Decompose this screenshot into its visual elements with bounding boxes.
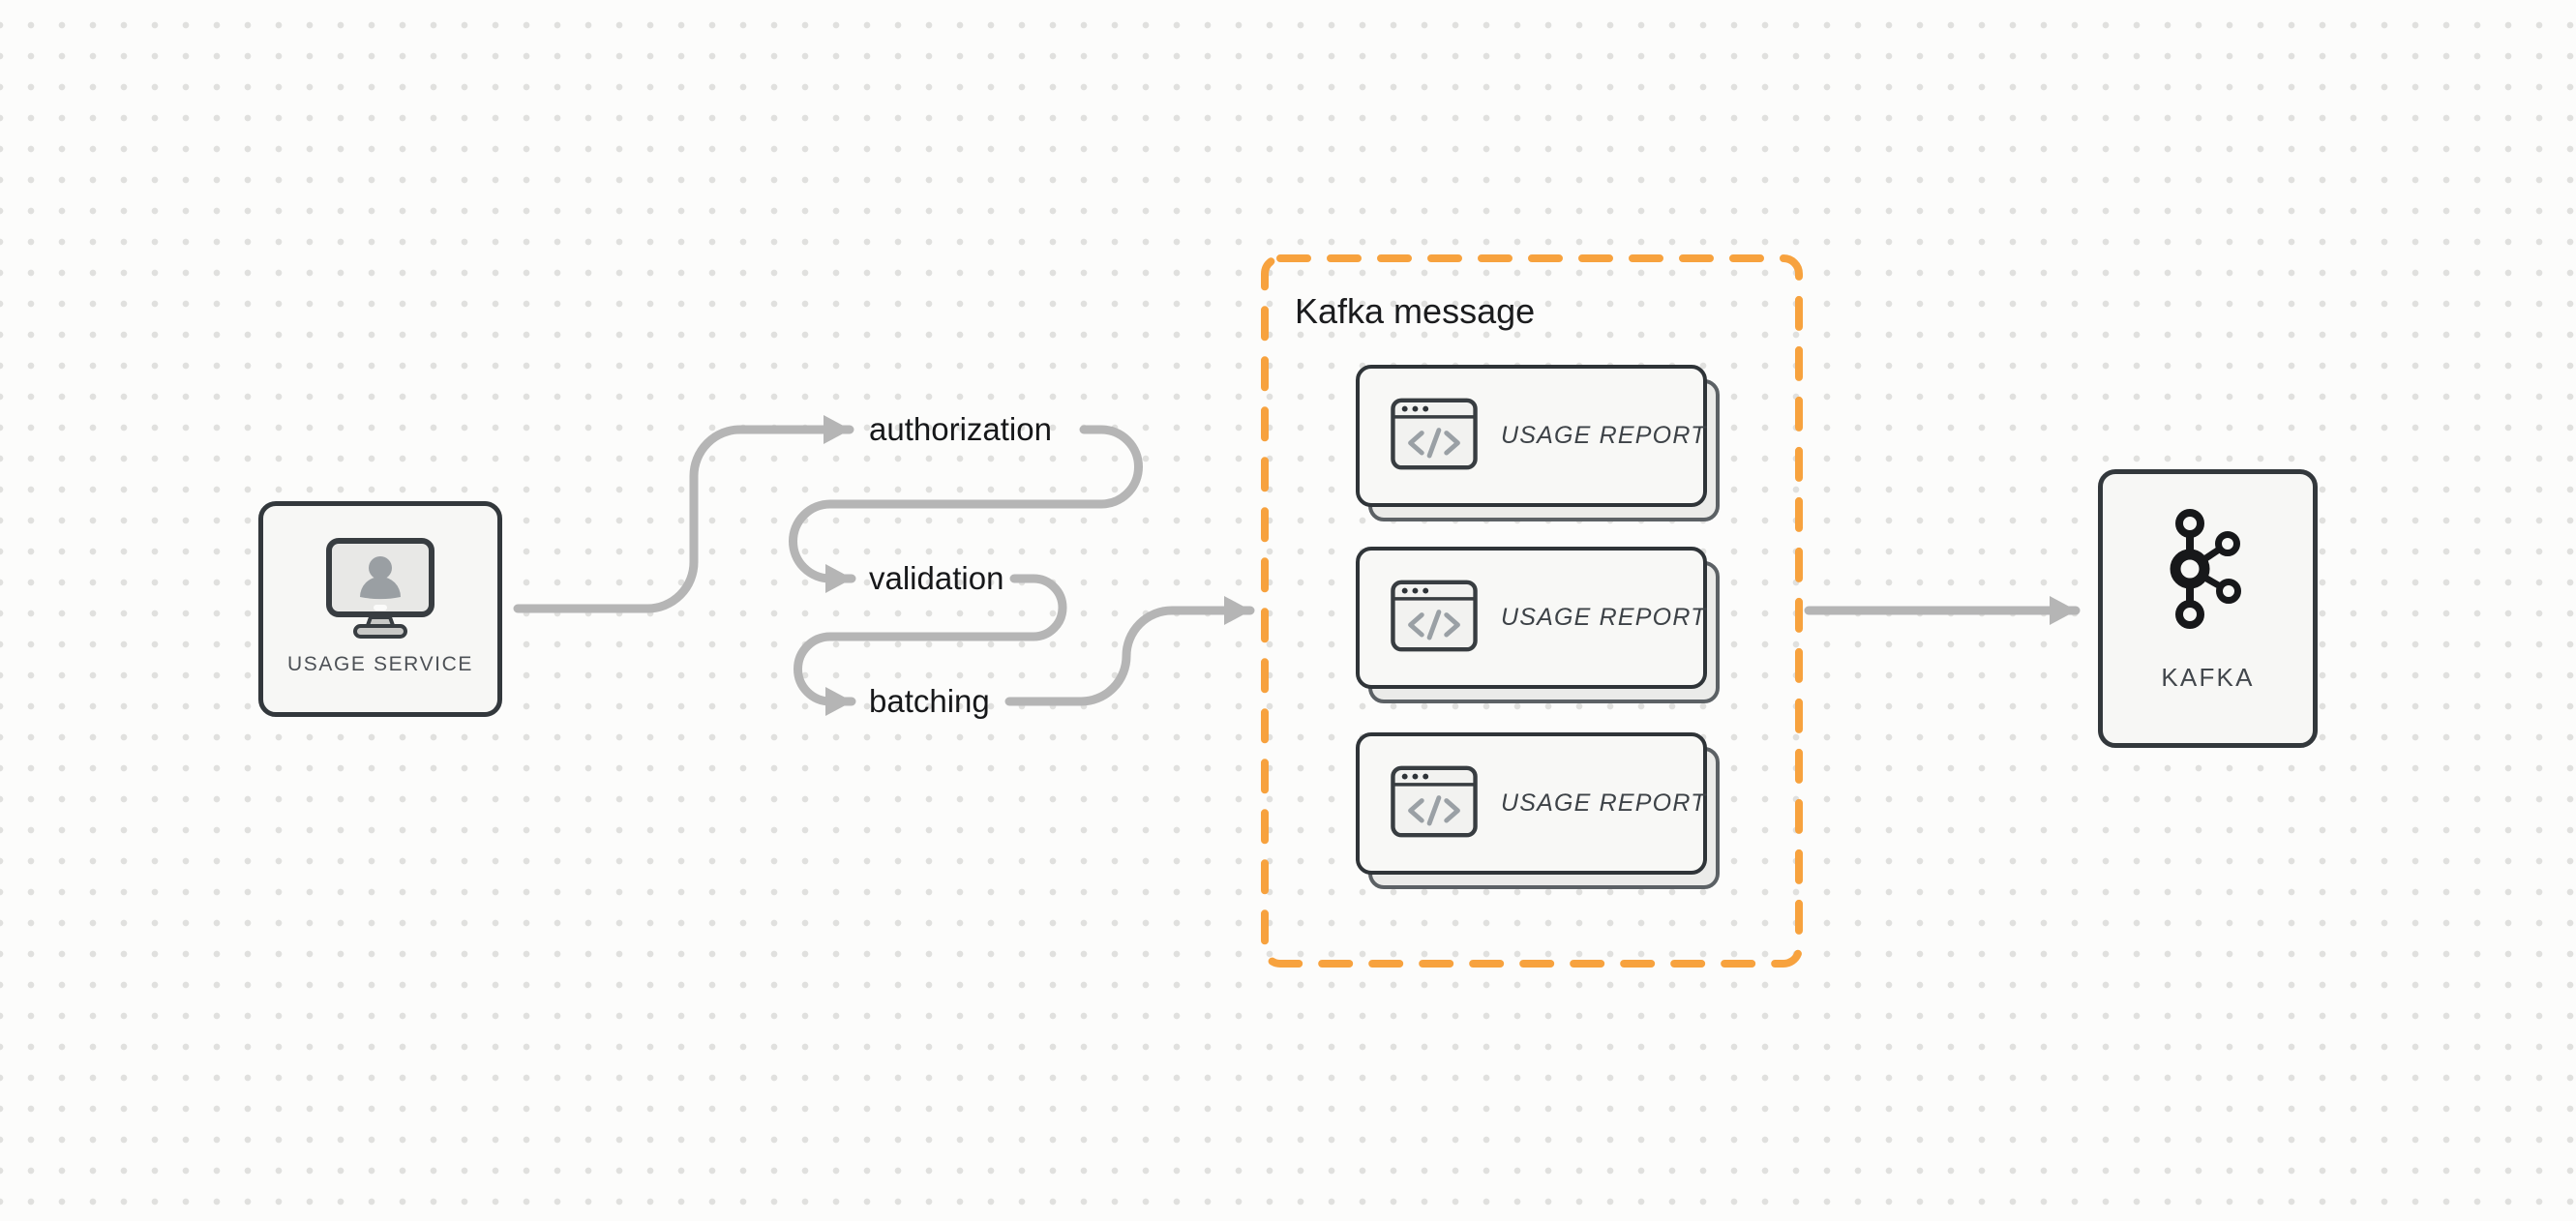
step-authorization-label: authorization [869,411,1052,447]
usage-report-label: USAGE REPORT [1501,789,1707,817]
usage-report-card: USAGE REPORT [1356,365,1720,521]
connector-service-to-authorization [513,415,854,613]
step-batching-label: batching [869,683,990,719]
usage-report-label: USAGE REPORT [1501,422,1707,449]
usage-service-node: USAGE SERVICE [258,501,502,717]
usage-report-card: USAGE REPORT [1356,547,1720,703]
code-window-icon [1391,580,1478,657]
usage-report-label: USAGE REPORT [1501,604,1707,631]
usage-service-label: USAGE SERVICE [287,653,473,675]
connector-batching-to-kafka-message [1004,596,1255,706]
connector-authorization-to-validation [789,425,1143,593]
kafka-message-group-title: Kafka message [1295,291,1536,331]
kafka-logo-icon [2170,509,2247,638]
usage-report-card: USAGE REPORT [1356,732,1720,889]
code-window-icon [1391,398,1478,475]
user-monitor-icon [325,537,435,644]
connector-validation-to-batching [794,574,1067,716]
kafka-message-group-border [1261,254,1803,968]
kafka-label: KAFKA [2161,663,2255,692]
kafka-node: KAFKA [2098,469,2318,748]
step-validation-label: validation [869,560,1004,596]
code-window-icon [1391,765,1478,843]
